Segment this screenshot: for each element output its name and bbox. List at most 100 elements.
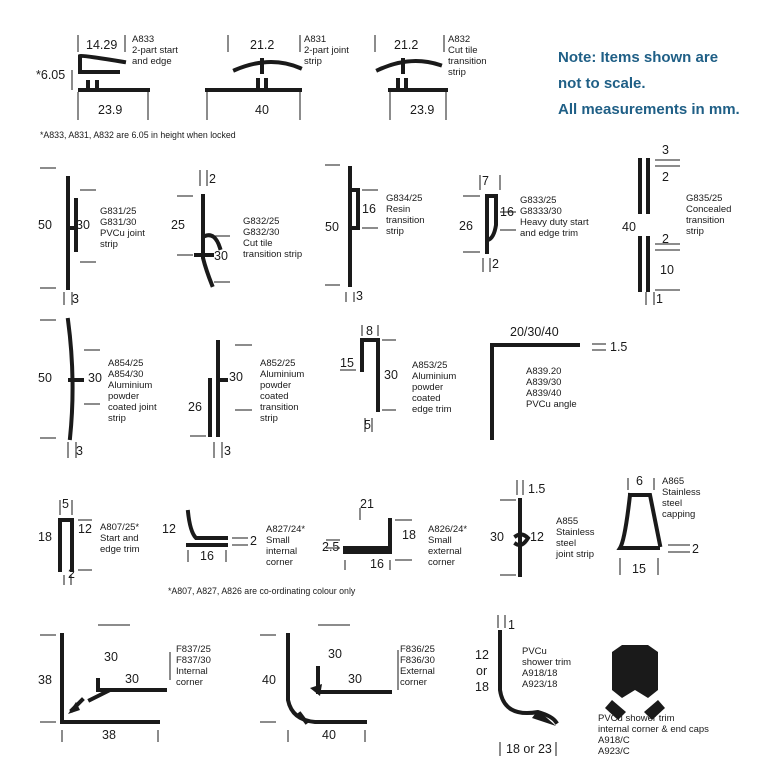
dim-g835-height: 40 — [622, 220, 636, 234]
label-g832: G832/25 G832/30 Cut tile transition stri… — [243, 216, 303, 260]
label-a833: A833 2-part start and edge — [132, 34, 178, 67]
dim-a865-base: 15 — [632, 562, 646, 576]
scale-note: Note: Items shown are not to scale. All … — [558, 45, 740, 123]
dim-a807-height: 18 — [38, 530, 52, 544]
dim-a852-lower: 26 — [188, 400, 202, 414]
profile-a918c — [605, 645, 665, 720]
dim-a853-height: 30 — [384, 368, 398, 382]
footnote-middle: *A807, A827, A826 are co-ordinating colo… — [168, 586, 356, 596]
dim-a839-size: 20/30/40 — [510, 325, 559, 339]
label-f837: F837/25 F837/30 Internal corner — [176, 644, 211, 688]
dim-g834-lip: 16 — [362, 202, 376, 216]
label-a832: A832 Cut tile transition strip — [448, 34, 487, 78]
dim-g834-height: 50 — [325, 220, 339, 234]
label-g833: G833/25 G8333/30 Heavy duty start and ed… — [520, 195, 589, 239]
profile-a853 — [340, 325, 396, 432]
label-g834: G834/25 Resin transition strip — [386, 193, 425, 237]
dim-g833-top: 7 — [482, 174, 489, 188]
label-a855: A855 Stainless steel joint strip — [556, 516, 595, 560]
note-line-1: Note: Items shown are — [558, 49, 719, 66]
dim-a854-joint: 30 — [88, 371, 102, 385]
profile-a807 — [58, 500, 92, 585]
dim-a855-inner: 12 — [530, 530, 544, 544]
dim-a827-width: 16 — [200, 549, 214, 563]
dim-a807-base: 2 — [68, 567, 75, 581]
dim-a865-top: 6 — [636, 474, 643, 488]
profile-g834 — [325, 164, 378, 302]
label-g835: G835/25 Concealed transition strip — [686, 193, 732, 237]
dim-f836-width: 40 — [322, 728, 336, 742]
dim-f836-inner-height: 30 — [328, 647, 342, 661]
dim-g835-upper: 2 — [662, 170, 669, 184]
profile-g835 — [638, 158, 680, 305]
dim-a918-height-a: 12 — [475, 648, 489, 662]
dim-g834-thickness: 3 — [356, 289, 363, 303]
profile-a854 — [40, 317, 100, 458]
dim-a854-thickness: 3 — [76, 444, 83, 458]
label-a918c: PVCu shower trim internal corner & end c… — [598, 713, 709, 757]
label-a807: A807/25* Start and edge trim — [100, 522, 140, 555]
dim-a832-base: 23.9 — [410, 103, 435, 117]
dim-a852-height: 30 — [229, 370, 243, 384]
label-a826: A826/24* Small external corner — [428, 524, 468, 568]
dim-g832-top: 2 — [209, 172, 216, 186]
dim-f837-width: 38 — [102, 728, 116, 742]
profile-a831 — [205, 35, 303, 120]
profile-a852 — [190, 340, 252, 458]
dim-f837-inner-width: 30 — [125, 672, 139, 686]
dim-a839-thickness: 1.5 — [610, 340, 628, 354]
profile-g833 — [463, 175, 516, 272]
dim-g832-height: 25 — [171, 218, 185, 232]
dim-f837-inner-height: 30 — [104, 650, 118, 664]
profile-a826 — [326, 508, 412, 570]
dim-f836-inner-width: 30 — [348, 672, 362, 686]
label-g831: G831/25 G831/30 PVCu joint strip — [100, 206, 145, 250]
dim-a853-upper: 15 — [340, 356, 354, 370]
dim-a853-top: 8 — [366, 324, 373, 338]
dim-a918-height-b: 18 — [475, 680, 489, 694]
dim-a807-top: 5 — [62, 497, 69, 511]
note-line-3: All measurements in mm. — [558, 101, 740, 118]
dim-g833-lip: 16 — [500, 205, 514, 219]
dim-g835-top: 3 — [662, 143, 669, 157]
dim-a807-inner: 12 — [78, 522, 92, 536]
dim-a855-height: 30 — [490, 530, 504, 544]
profile-g831 — [40, 167, 96, 305]
dim-a833-base: 23.9 — [98, 103, 123, 117]
label-a831: A831 2-part joint strip — [304, 34, 349, 67]
label-f836: F836/25 F836/30 External corner — [400, 644, 435, 688]
dim-g833-base: 2 — [492, 257, 499, 271]
label-a852: A852/25 Aluminium powder coated transiti… — [260, 358, 305, 424]
dim-a854-height: 50 — [38, 371, 52, 385]
dim-a855-top: 1.5 — [528, 482, 546, 496]
dim-a831-base: 40 — [255, 103, 269, 117]
profile-f836 — [260, 624, 399, 742]
label-a827: A827/24* Small internal corner — [266, 524, 306, 568]
dim-g835-base: 1 — [656, 292, 663, 306]
dim-a827-height: 12 — [162, 522, 176, 536]
note-line-2: not to scale. — [558, 75, 646, 92]
dim-a865-thickness: 2 — [692, 542, 699, 556]
profile-a832 — [374, 35, 448, 120]
dim-a852-thickness: 3 — [224, 444, 231, 458]
profile-a827 — [185, 509, 248, 562]
dim-a832-top: 21.2 — [394, 38, 419, 52]
dim-g832-base: 30 — [214, 249, 228, 263]
dim-a826-thickness: 2.5 — [322, 540, 340, 554]
dim-g835-gap: 2 — [662, 232, 669, 246]
profile-a918 — [497, 615, 559, 756]
dim-g831-height: 50 — [38, 218, 52, 232]
dim-f837-height: 38 — [38, 673, 52, 687]
label-a865: A865 Stainless steel capping — [662, 476, 701, 520]
dim-a853-base: 5 — [364, 418, 371, 432]
label-a854: A854/25 A854/30 Aluminium powder coated … — [108, 358, 157, 424]
dim-a918-base: 18 or 23 — [506, 742, 552, 756]
label-a839: A839.20 A839/30 A839/40 PVCu angle — [526, 366, 577, 410]
label-a918: PVCu shower trim A918/18 A923/18 — [522, 646, 572, 690]
dim-g831-thickness: 3 — [72, 292, 79, 306]
dim-a833-height: *6.05 — [36, 68, 66, 82]
footnote-top: *A833, A831, A832 are 6.05 in height whe… — [40, 130, 236, 140]
dim-g835-lower: 10 — [660, 263, 674, 277]
profile-a839 — [490, 343, 606, 440]
